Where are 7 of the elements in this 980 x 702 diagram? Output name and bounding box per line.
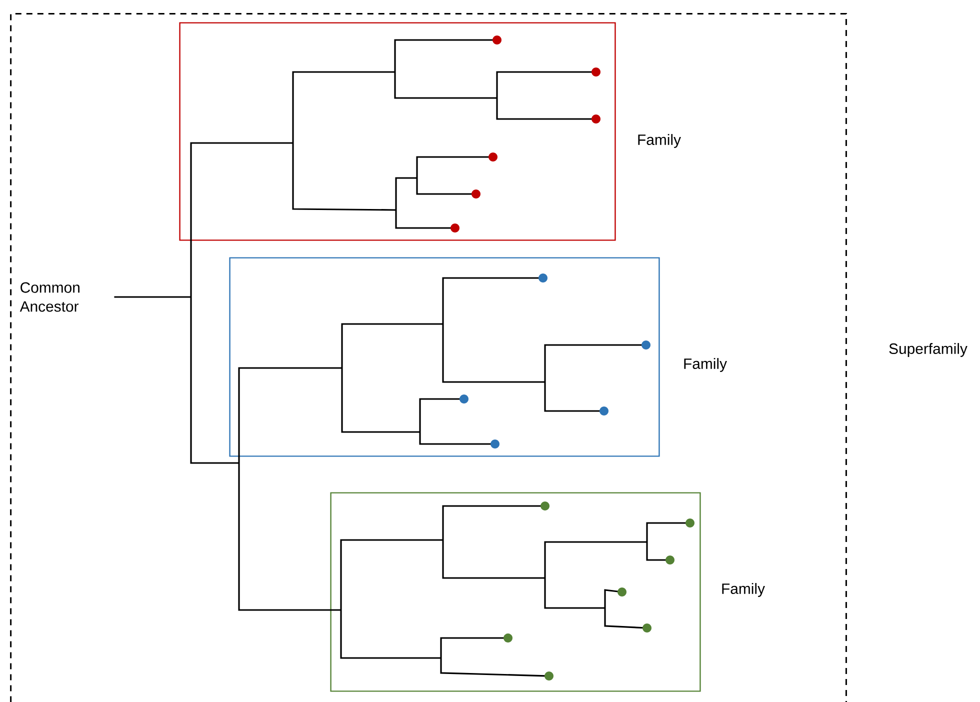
family-box: Family bbox=[179, 22, 681, 241]
node-label: Family bbox=[638, 134, 681, 148]
family-box: Family bbox=[330, 492, 765, 692]
family-box: Family bbox=[229, 257, 727, 457]
node-label: Family bbox=[722, 583, 765, 597]
tree-root-label: Common Ancestor bbox=[20, 282, 80, 312]
node-label: Family bbox=[684, 358, 727, 372]
